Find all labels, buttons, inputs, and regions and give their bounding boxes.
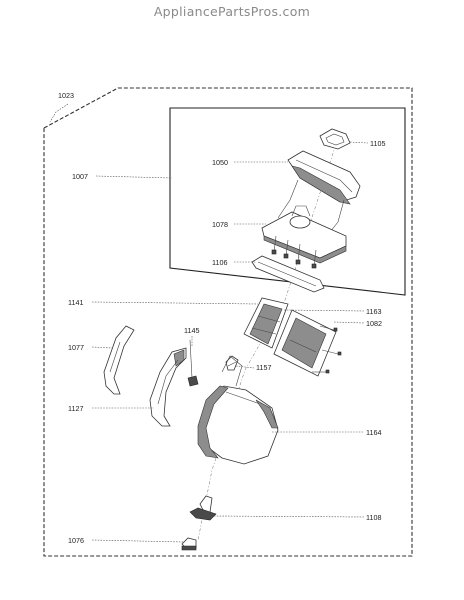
- part-1127[interactable]: [149, 347, 187, 427]
- outer-boundary: [43, 87, 413, 557]
- callout-1106: 1106: [212, 258, 227, 267]
- part-1077[interactable]: [103, 325, 135, 395]
- callout-1023: 1023: [58, 91, 74, 100]
- callout-1163: 1163: [366, 307, 381, 316]
- part-1078[interactable]: [261, 205, 347, 269]
- part-1106[interactable]: [251, 255, 325, 293]
- callout-1007: 1007: [72, 172, 88, 181]
- callout-labels: 1023 1007 1050 1105 1078 1106 1141 1163 …: [58, 91, 385, 545]
- part-1076[interactable]: [181, 537, 197, 551]
- callout-1050: 1050: [212, 158, 228, 167]
- callout-1164: 1164: [366, 428, 381, 437]
- callout-1141: 1141: [68, 298, 83, 307]
- part-1105[interactable]: [319, 128, 351, 150]
- part-1108[interactable]: [189, 495, 217, 521]
- callout-1127: 1127: [68, 404, 83, 413]
- callout-1076: 1076: [68, 536, 84, 545]
- subassembly-box: [169, 107, 406, 296]
- part-1164[interactable]: [197, 355, 279, 465]
- callout-1108: 1108: [366, 513, 381, 522]
- part-1157[interactable]: [225, 355, 239, 371]
- part-1082[interactable]: [273, 309, 342, 377]
- callout-1157: 1157: [256, 363, 271, 372]
- part-1145[interactable]: [187, 339, 199, 387]
- watermark: AppliancePartsPros.com: [153, 4, 311, 19]
- callout-1145: 1145: [184, 326, 199, 335]
- callout-1082: 1082: [366, 319, 382, 328]
- callout-1105: 1105: [370, 139, 385, 148]
- leader-lines: [49, 103, 369, 543]
- part-1163[interactable]: [243, 297, 289, 349]
- callout-1077: 1077: [68, 343, 84, 352]
- part-1050[interactable]: [277, 150, 361, 243]
- callout-1078: 1078: [212, 220, 228, 229]
